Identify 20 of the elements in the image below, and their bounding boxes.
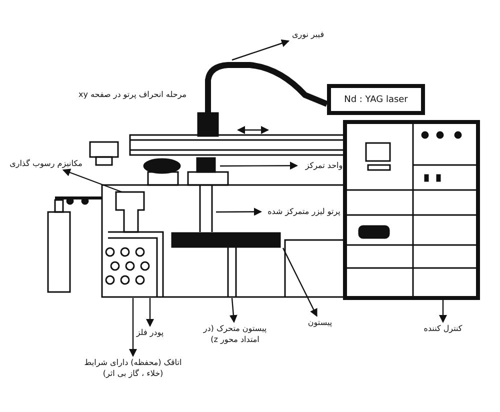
leader-arrow [216, 208, 262, 216]
part-label: اتاقک (محفظه) دارای شرایط (خلاء ، گاز بی اثر) [83, 357, 183, 379]
leader-arrow [229, 298, 238, 323]
part-label: پودر فلز [128, 327, 172, 338]
leader-arrow [232, 39, 290, 61]
stage-label: مرحله انحراف پرتو در صفحه xy [77, 89, 188, 100]
leader-arrow [220, 162, 298, 170]
part-label: فیبر نوری [282, 29, 334, 40]
part-label: پیستون [298, 317, 342, 328]
part-label: کنترل کننده [414, 323, 472, 334]
leader-arrow [146, 298, 154, 327]
laser-box: Nd : YAG laser [327, 84, 425, 115]
part-label: پرتو لیزر متمرکز شده [262, 206, 346, 217]
part-label: پیستون متحرک (در امتداد محور z) [196, 323, 274, 345]
leader-arrow [282, 248, 318, 317]
leader-arrow [129, 298, 137, 357]
part-label: واحد تمرکز [298, 160, 350, 171]
leader-arrow [439, 298, 447, 323]
leader-arrow [62, 168, 122, 193]
part-label: مکانیزم رسوب گذاری [2, 158, 90, 169]
